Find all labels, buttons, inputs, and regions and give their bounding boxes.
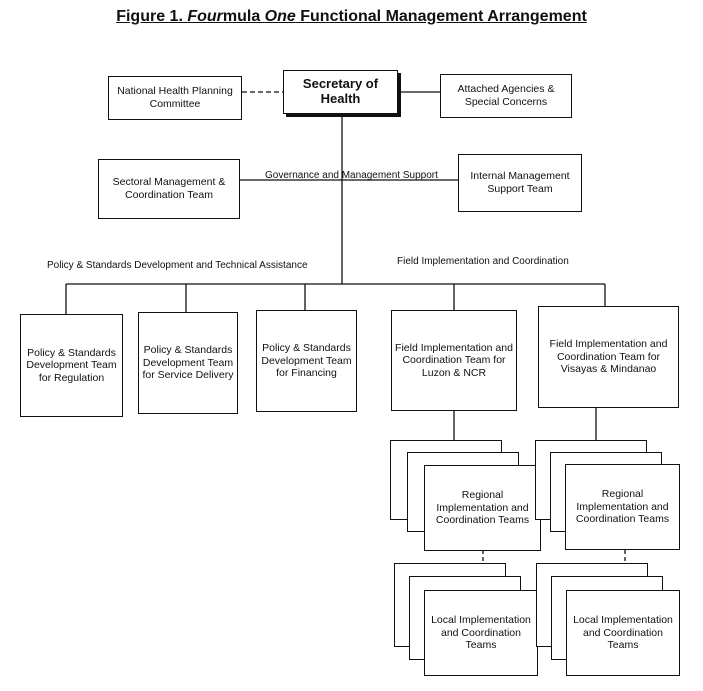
internal-label: Internal Management Support Team <box>470 170 570 195</box>
field-team-luzon-box: Field Implementation and Coordination Te… <box>391 310 517 411</box>
policy-team-regulation-box: Policy & Standards Development Team for … <box>20 314 123 417</box>
internal-management-box: Internal Management Support Team <box>458 154 582 212</box>
visayas-label: Field Implementation and Coordination Te… <box>549 338 668 376</box>
title-part2: mula <box>222 8 265 25</box>
policy-team-financing-box: Policy & Standards Development Team for … <box>256 310 357 412</box>
title-italic-one: One <box>264 8 296 25</box>
title-italic-four: Four <box>187 8 223 25</box>
field-branch-label: Field Implementation and Coordination <box>397 256 569 267</box>
nhpc-label: National Health Planning Committee <box>117 85 233 110</box>
policy-branch-label: Policy & Standards Development and Techn… <box>47 260 308 271</box>
local-right-label: Local Implementation and Coordination Te… <box>573 614 673 652</box>
national-health-planning-committee-box: National Health Planning Committee <box>108 76 242 120</box>
luzon-label: Field Implementation and Coordination Te… <box>395 341 513 379</box>
service-label: Policy & Standards Development Team for … <box>142 344 234 382</box>
sectoral-label: Sectoral Management & Coordination Team <box>112 176 226 201</box>
policy-team-service-delivery-box: Policy & Standards Development Team for … <box>138 312 238 414</box>
attached-agencies-box: Attached Agencies & Special Concerns <box>440 74 572 118</box>
regional-teams-right-box: Regional Implementation and Coordination… <box>565 464 680 550</box>
regional-teams-left-box: Regional Implementation and Coordination… <box>424 465 541 551</box>
financing-label: Policy & Standards Development Team for … <box>261 342 352 380</box>
local-teams-right-box: Local Implementation and Coordination Te… <box>566 590 680 676</box>
title-prefix: Figure 1. <box>116 8 188 25</box>
regional-right-label: Regional Implementation and Coordination… <box>575 488 670 526</box>
local-teams-left-box: Local Implementation and Coordination Te… <box>424 590 538 676</box>
secretary-label: Secretary of Health <box>302 76 379 106</box>
sectoral-management-box: Sectoral Management & Coordination Team <box>98 159 240 219</box>
regulation-label: Policy & Standards Development Team for … <box>26 346 117 384</box>
governance-label: Governance and Management Support <box>265 170 438 181</box>
figure-title: Figure 1. Fourmula One Functional Manage… <box>0 8 703 26</box>
regional-left-label: Regional Implementation and Coordination… <box>435 489 530 527</box>
secretary-of-health-box: Secretary of Health <box>283 70 398 114</box>
field-team-visayas-box: Field Implementation and Coordination Te… <box>538 306 679 408</box>
local-left-label: Local Implementation and Coordination Te… <box>431 614 531 652</box>
title-suffix: Functional Management Arrangement <box>295 8 587 25</box>
attached-label: Attached Agencies & Special Concerns <box>457 83 555 108</box>
